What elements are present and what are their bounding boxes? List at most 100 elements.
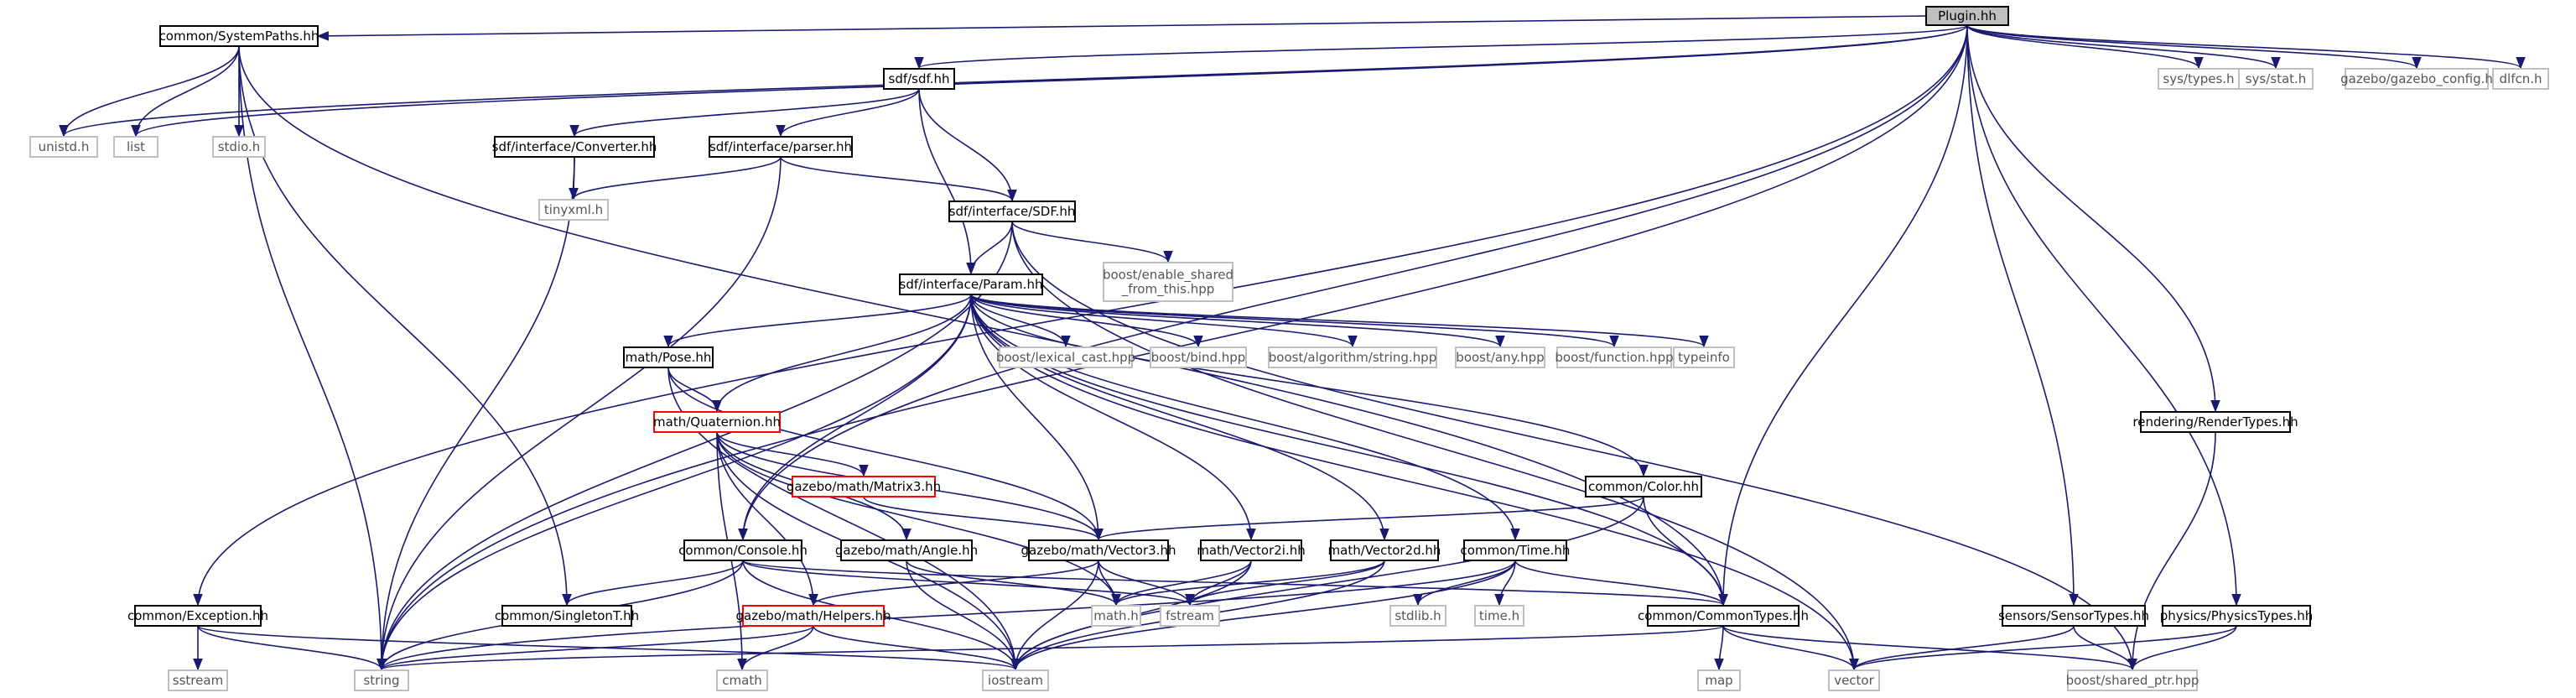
node-parser[interactable]: sdf/interface/parser.hh <box>709 136 853 158</box>
node-matrix3[interactable]: gazebo/math/Matrix3.hh <box>787 476 941 497</box>
node-label-plugin: Plugin.hh <box>1938 8 1997 23</box>
node-box-systypes <box>2158 68 2240 90</box>
node-sensortypes[interactable]: sensors/SensorTypes.hh <box>1998 605 2149 627</box>
node-box-sensortypes[interactable] <box>2002 605 2146 627</box>
node-label-mathh: math.h <box>1093 608 1138 623</box>
include-edge-matrix3-to-vector3 <box>863 496 1104 541</box>
node-box-helpers[interactable] <box>742 605 885 627</box>
node-box-pose[interactable] <box>623 346 714 368</box>
node-box-time[interactable] <box>1463 539 1567 561</box>
node-sdfsdf[interactable]: sdf/interface/SDF.hh <box>948 201 1076 222</box>
node-sharedptr: boost/shared_ptr.hpp <box>2066 669 2199 691</box>
include-edge-sdfsdf-to-enableshared <box>1011 221 1173 263</box>
edges-layer <box>59 15 2526 671</box>
node-box-vector2i[interactable] <box>1200 539 1302 561</box>
node-box-any <box>1455 346 1545 368</box>
include-edge-commontypes-to-map <box>1714 625 1724 671</box>
node-label-tinyxml: tinyxml.h <box>544 202 603 217</box>
node-box-vector3[interactable] <box>1028 539 1169 561</box>
node-exception[interactable]: common/Exception.hh <box>127 605 268 627</box>
node-systempaths[interactable]: common/SystemPaths.hh <box>159 25 319 47</box>
node-label-map: map <box>1705 673 1732 688</box>
node-quaternion[interactable]: math/Quaternion.hh <box>653 411 781 433</box>
node-time[interactable]: common/Time.hh <box>1461 539 1571 561</box>
node-gzconfig: gazebo/gazebo_config.h <box>2340 68 2493 90</box>
node-box-commontypes[interactable] <box>1647 605 1800 627</box>
node-helpers[interactable]: gazebo/math/Helpers.hh <box>735 605 891 627</box>
include-edge-color-to-iostream <box>1010 496 1644 671</box>
node-box-parser[interactable] <box>709 136 853 158</box>
include-edge-quaternion-to-mathh <box>716 431 1121 607</box>
node-any: boost/any.hpp <box>1455 346 1545 368</box>
node-label-stdlib: stdlib.h <box>1394 608 1441 623</box>
node-box-physicstypes[interactable] <box>2162 605 2311 627</box>
include-edge-plugin-to-systypes <box>1966 24 2204 70</box>
node-box-systempaths[interactable] <box>159 25 319 47</box>
node-box-console[interactable] <box>683 539 802 561</box>
node-box-quaternion[interactable] <box>653 411 781 433</box>
node-box-mathh <box>1091 605 1141 627</box>
node-box-list <box>113 136 158 158</box>
node-rendertypes[interactable]: rendering/RenderTypes.hh <box>2132 411 2298 433</box>
include-edge-commontypes-to-sharedptr <box>1722 625 2137 671</box>
node-color[interactable]: common/Color.hh <box>1585 476 1702 497</box>
include-edge-param-to-function <box>970 294 1619 348</box>
include-edge-param-to-any <box>970 294 1505 348</box>
node-converter[interactable]: sdf/interface/Converter.hh <box>492 136 657 158</box>
node-box-gzconfig <box>2345 68 2489 90</box>
include-edge-vector2i-to-mathh <box>1111 560 1252 607</box>
include-edge-pose-to-quaternion <box>667 367 722 413</box>
node-physicstypes[interactable]: physics/PhysicsTypes.hh <box>2160 605 2314 627</box>
node-label-vector2i: math/Vector2i.hh <box>1197 543 1306 558</box>
include-edge-helpers-to-cmath <box>737 625 814 671</box>
include-edge-sdf-to-sdfsdf <box>918 88 1017 202</box>
node-label-function: boost/function.hpp <box>1555 350 1673 365</box>
node-box-exception[interactable] <box>134 605 262 627</box>
node-box-converter[interactable] <box>494 136 655 158</box>
node-singleton[interactable]: common/SingletonT.hh <box>495 605 639 627</box>
node-algostring: boost/algorithm/string.hpp <box>1268 346 1437 368</box>
include-edge-sdf-to-converter <box>569 88 920 138</box>
node-vector: vector <box>1828 669 1880 691</box>
node-angle[interactable]: gazebo/math/Angle.hh <box>835 539 978 561</box>
node-box-dlfcn <box>2492 68 2549 90</box>
node-box-map <box>1697 669 1741 691</box>
node-vector3[interactable]: gazebo/math/Vector3.hh <box>1021 539 1176 561</box>
node-label-cmath: cmath <box>722 673 761 688</box>
node-label-sharedptr: boost/shared_ptr.hpp <box>2066 673 2199 689</box>
node-label-typeinfo: typeinfo <box>1678 350 1730 365</box>
node-list: list <box>113 136 158 158</box>
node-plugin[interactable]: Plugin.hh <box>1925 6 2009 26</box>
node-box-sdf[interactable] <box>883 68 955 90</box>
node-label-lexical: boost/lexical_cast.hpp <box>996 350 1135 366</box>
include-edge-plugin-to-physicstypes <box>1966 24 2241 607</box>
node-box-plugin[interactable] <box>1925 6 2009 26</box>
node-pose[interactable]: math/Pose.hh <box>623 346 714 368</box>
node-sdf[interactable]: sdf/sdf.hh <box>883 68 955 90</box>
include-edge-parser-to-string <box>377 156 782 671</box>
node-label-stdio: stdio.h <box>218 139 261 154</box>
node-box-vector2d[interactable] <box>1330 539 1439 561</box>
node-box-param[interactable] <box>899 273 1043 295</box>
node-param[interactable]: sdf/interface/Param.hh <box>899 273 1043 295</box>
node-box-angle[interactable] <box>840 539 973 561</box>
node-timeh: time.h <box>1474 605 1524 627</box>
node-console[interactable]: common/Console.hh <box>678 539 808 561</box>
node-box-sdfsdf[interactable] <box>948 201 1076 222</box>
include-edge-helpers-to-string <box>377 625 814 671</box>
node-box-color[interactable] <box>1585 476 1702 497</box>
node-mathh: math.h <box>1091 605 1141 627</box>
node-vector2d[interactable]: math/Vector2d.hh <box>1328 539 1441 561</box>
include-edge-time-to-timeh <box>1494 560 1516 607</box>
node-vector2i[interactable]: math/Vector2i.hh <box>1197 539 1306 561</box>
include-edge-plugin-to-commontypes <box>1718 24 1968 607</box>
node-commontypes[interactable]: common/CommonTypes.hh <box>1638 605 1809 627</box>
node-label-param: sdf/interface/Param.hh <box>900 277 1043 292</box>
include-edge-param-to-vector3 <box>970 294 1104 541</box>
include-edge-param-to-vector2d <box>970 294 1389 541</box>
node-box-algostring <box>1268 346 1437 368</box>
node-box-matrix3[interactable] <box>792 476 936 497</box>
node-label-string: string <box>363 673 399 688</box>
node-box-rendertypes[interactable] <box>2140 411 2291 433</box>
node-box-singleton[interactable] <box>501 605 632 627</box>
